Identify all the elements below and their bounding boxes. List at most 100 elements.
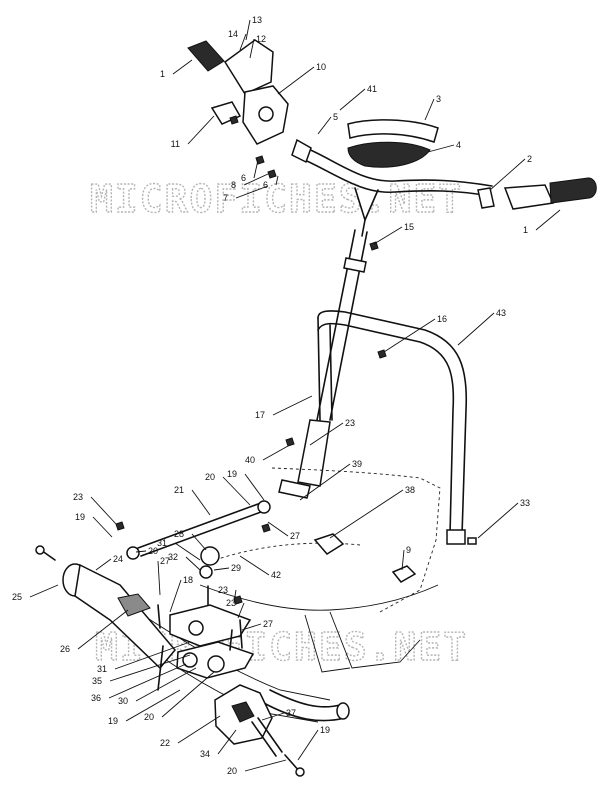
leader-line-c25 xyxy=(29,584,59,598)
callout-c9: 9 xyxy=(406,545,411,555)
callout-c36: 36 xyxy=(91,693,101,703)
callout-c15: 15 xyxy=(404,222,414,232)
leader-line-c41 xyxy=(339,88,366,111)
callout-c27b: 27 xyxy=(160,556,170,566)
callout-c38: 38 xyxy=(405,485,415,495)
leader-line-c18 xyxy=(169,579,182,613)
leader-line-c39 xyxy=(299,463,351,501)
callout-c1b: 1 xyxy=(523,225,528,235)
bar-pad xyxy=(347,119,439,168)
leader-line-c10 xyxy=(277,66,315,95)
callout-c35: 35 xyxy=(92,676,102,686)
leader-line-c3 xyxy=(424,98,435,121)
callout-c34: 34 xyxy=(200,749,210,759)
callout-c27c: 27 xyxy=(263,619,273,629)
callout-c13: 13 xyxy=(252,15,262,25)
leader-line-c15 xyxy=(373,226,403,245)
leader-line-c22 xyxy=(177,715,221,744)
right-grip xyxy=(477,177,597,210)
callout-c22: 22 xyxy=(160,738,170,748)
callout-c27a: 27 xyxy=(290,531,300,541)
leader-line-c19b xyxy=(92,516,113,538)
callout-c37: 37 xyxy=(286,708,296,718)
callout-c18: 18 xyxy=(183,575,193,585)
callout-c6a: 6 xyxy=(241,173,246,183)
leader-line-c31b xyxy=(114,641,191,670)
callout-c10: 10 xyxy=(316,62,326,72)
leader-line-c38 xyxy=(329,489,404,539)
callout-c31a: 31 xyxy=(157,538,167,548)
callout-c21: 21 xyxy=(174,485,184,495)
leader-line-c27a xyxy=(267,521,289,537)
callout-c7: 7 xyxy=(223,193,228,203)
callout-c23a: 23 xyxy=(345,418,355,428)
leader-line-c20d xyxy=(244,759,287,772)
steering-post xyxy=(278,229,368,499)
leader-line-c35 xyxy=(109,654,191,682)
callout-c23b: 23 xyxy=(73,492,83,502)
leader-line-c19a xyxy=(244,473,265,501)
steering-arms xyxy=(157,546,255,691)
callout-c14: 14 xyxy=(228,29,238,39)
callout-c32: 32 xyxy=(168,552,178,562)
leader-line-c20c xyxy=(161,671,215,718)
callout-c19a: 19 xyxy=(227,469,237,479)
leader-line-c16 xyxy=(383,318,436,353)
leader-line-c9 xyxy=(401,549,405,571)
leader-line-c27b xyxy=(157,560,161,596)
callout-c28: 28 xyxy=(174,529,184,539)
leader-line-c31a xyxy=(174,542,201,561)
callout-c39: 39 xyxy=(352,459,362,469)
callout-c33: 33 xyxy=(520,498,530,508)
callout-c40: 40 xyxy=(245,455,255,465)
leader-line-c1b xyxy=(535,209,561,231)
callout-c2: 2 xyxy=(527,154,532,164)
callout-c12: 12 xyxy=(256,34,266,44)
callout-c5: 5 xyxy=(333,112,338,122)
callout-c25: 25 xyxy=(12,592,22,602)
callout-labels: 1123456678910111213141516171819191919202… xyxy=(12,15,532,776)
leader-line-c20a xyxy=(222,476,251,506)
leader-line-c43 xyxy=(457,312,495,346)
callout-c3: 3 xyxy=(436,94,441,104)
callout-c26: 26 xyxy=(60,644,70,654)
callout-c24: 24 xyxy=(113,554,123,564)
leader-line-c24 xyxy=(95,558,112,571)
callout-c4: 4 xyxy=(456,140,461,150)
callout-c31b: 31 xyxy=(97,664,107,674)
callout-c19d: 19 xyxy=(320,725,330,735)
callout-c20a: 20 xyxy=(205,472,215,482)
leader-line-c8 xyxy=(243,173,269,186)
leader-line-c23d xyxy=(237,602,245,619)
leader-line-c30 xyxy=(135,667,197,702)
leader-line-c7 xyxy=(235,185,269,199)
leader-line-c26 xyxy=(77,609,129,650)
leader-line-c2 xyxy=(489,158,526,191)
callout-c20b: 20 xyxy=(148,546,158,556)
leader-line-c4 xyxy=(427,144,455,153)
callout-c30: 30 xyxy=(118,696,128,706)
leader-line-c21 xyxy=(191,489,211,516)
callout-c20c: 20 xyxy=(144,712,154,722)
leader-line-c33 xyxy=(477,502,519,539)
leader-line-c36 xyxy=(108,663,187,699)
callout-c23c: 23 xyxy=(218,585,228,595)
leader-line-c5 xyxy=(317,116,332,135)
leader-line-c11 xyxy=(187,115,215,145)
leader-line-c14 xyxy=(239,33,247,51)
leader-line-c6a xyxy=(253,159,259,179)
leader-line-c37 xyxy=(261,712,285,721)
fasteners xyxy=(115,115,477,605)
leader-line-c23a xyxy=(309,422,344,446)
callout-c23d: 23 xyxy=(226,598,236,608)
callout-c19b: 19 xyxy=(75,512,85,522)
leader-lines xyxy=(29,19,561,772)
leader-line-c34 xyxy=(217,729,237,755)
callout-c6b: 6 xyxy=(263,180,268,190)
leader-line-c27c xyxy=(241,623,262,631)
callout-c16: 16 xyxy=(437,314,447,324)
leader-line-c29 xyxy=(213,567,230,571)
tie-rod xyxy=(126,500,271,560)
watermark-top: MICROFICHES.NET xyxy=(90,177,463,221)
